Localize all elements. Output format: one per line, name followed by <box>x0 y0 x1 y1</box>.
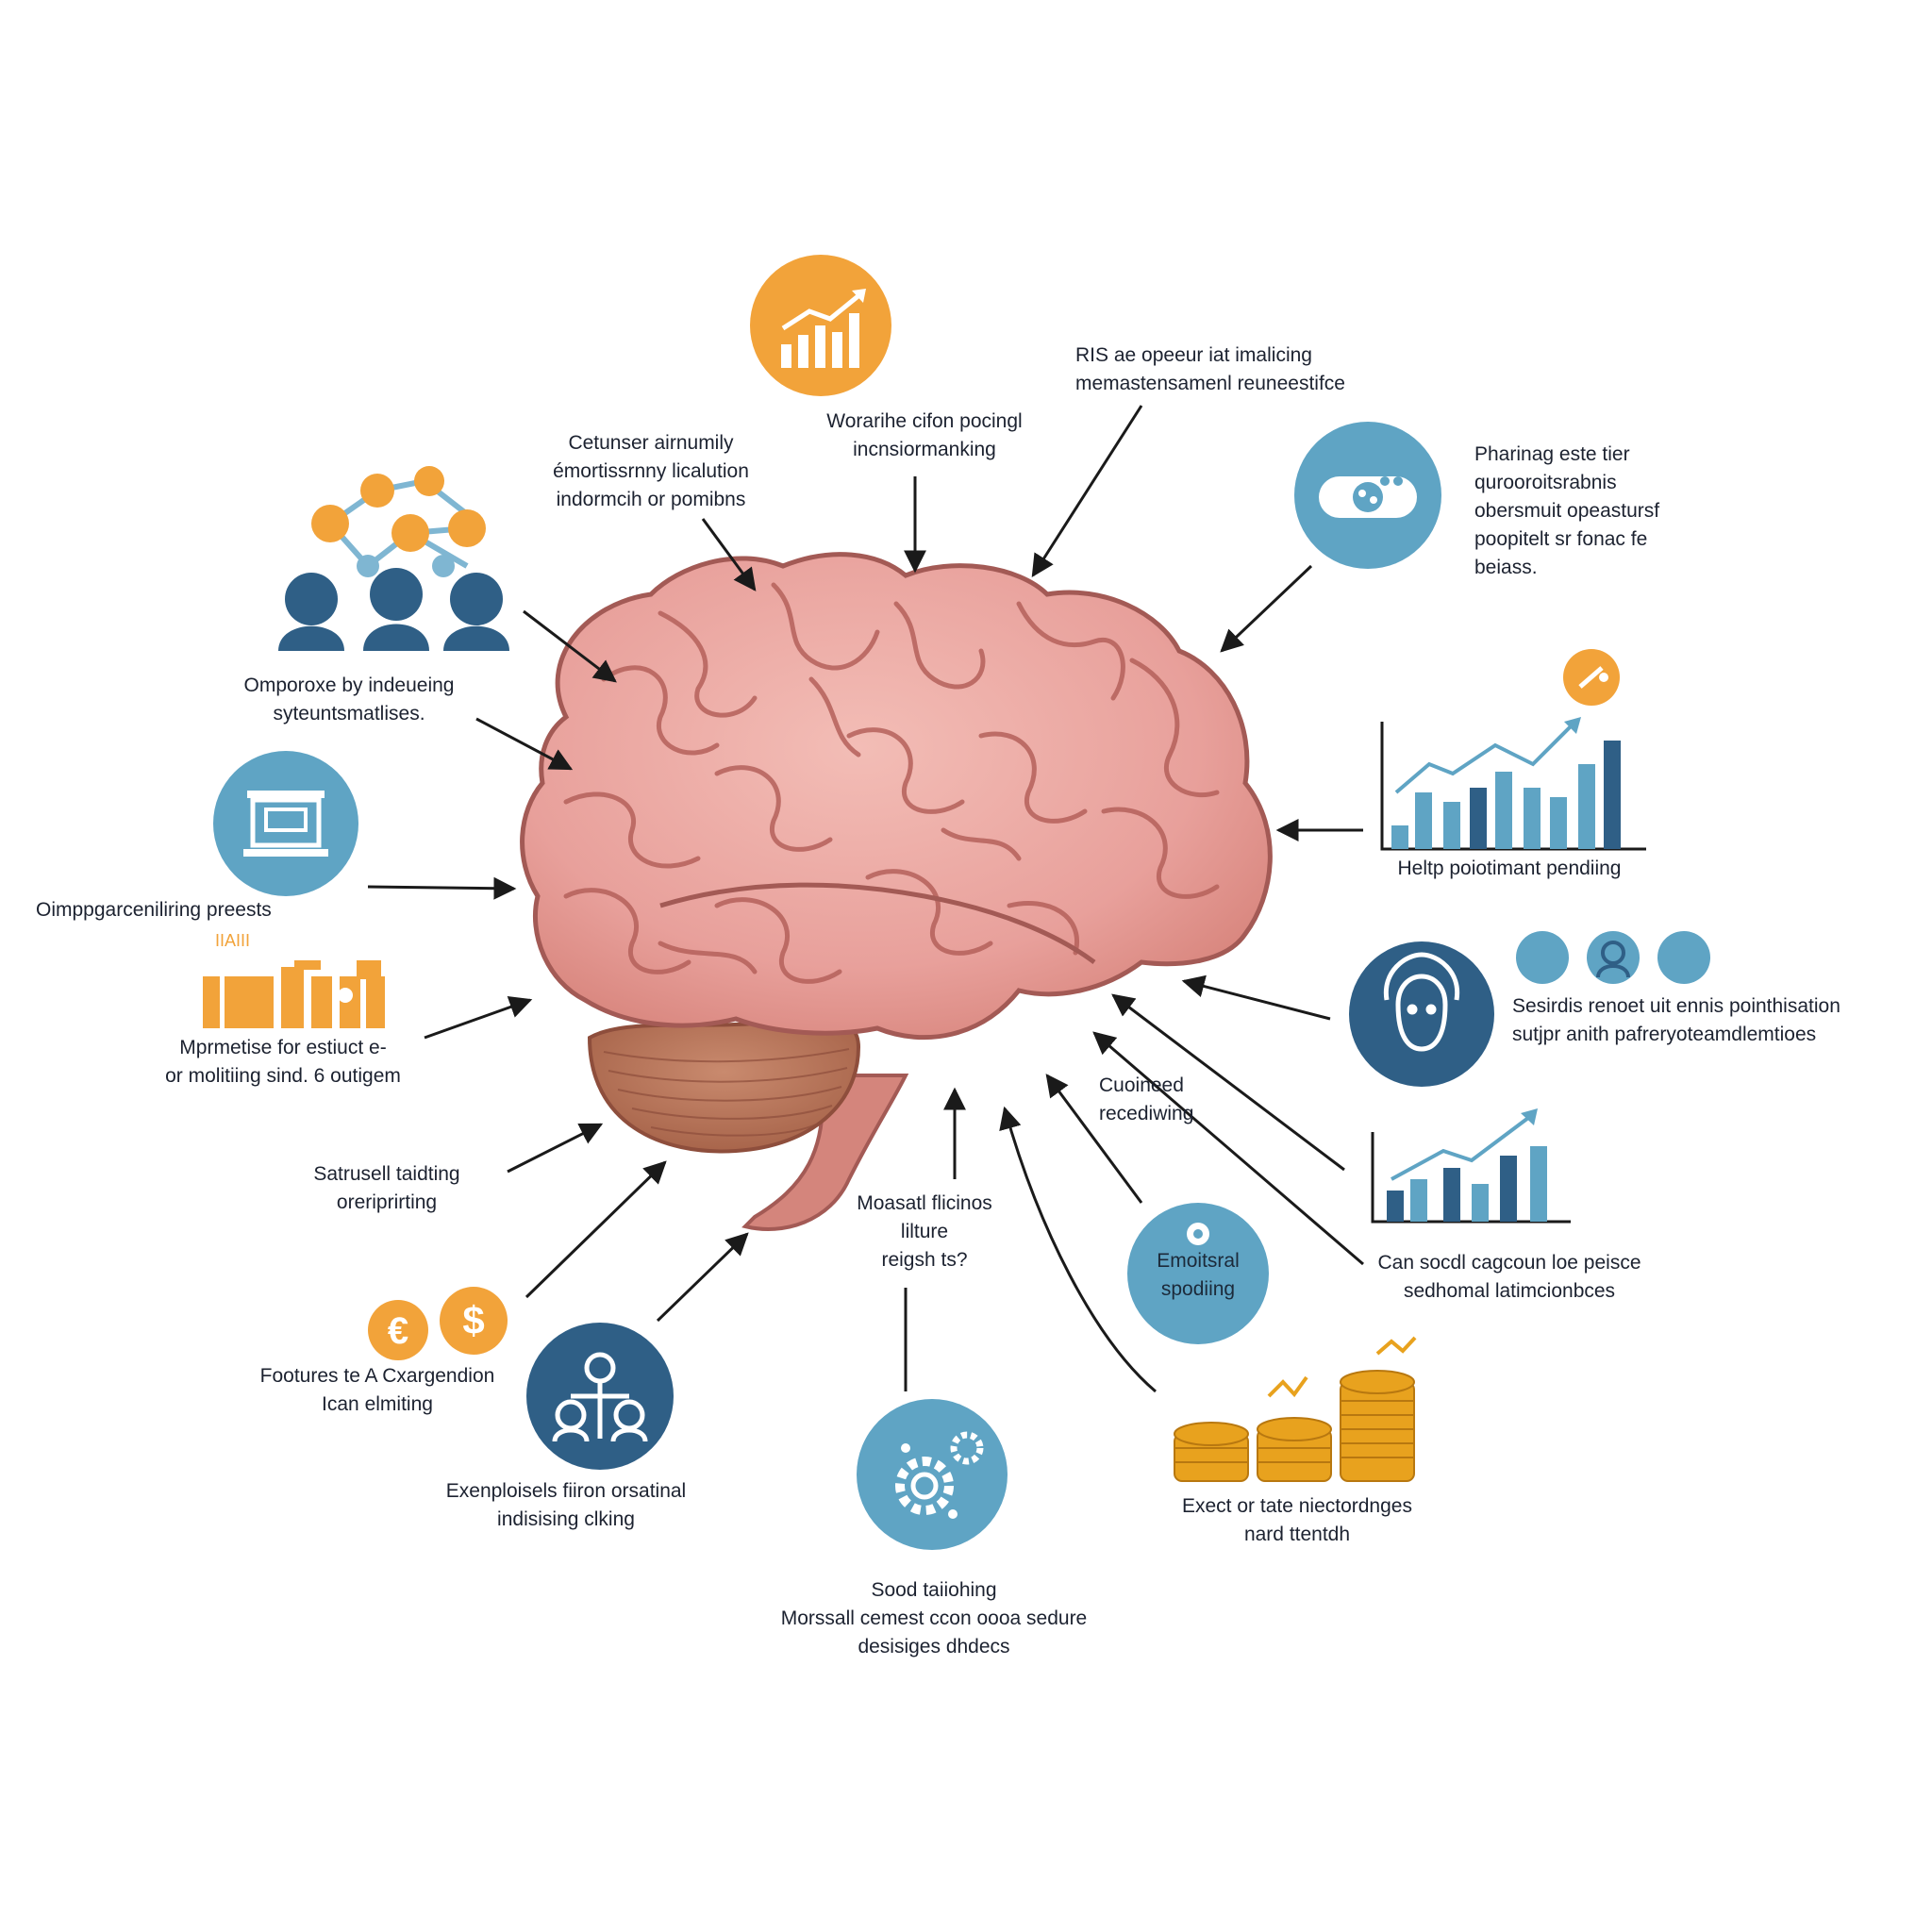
bar-chart-icon <box>1380 649 1646 851</box>
arrow <box>523 609 617 683</box>
social-network-icon <box>278 466 509 651</box>
people-dots-icon <box>1516 931 1710 984</box>
emotion-badge-icon <box>1127 1203 1269 1344</box>
coin-stacks-icon <box>1174 1336 1417 1482</box>
arrow <box>475 717 574 771</box>
label-top-center: Worarihe cifon pocingl incnsiormanking <box>826 410 1023 460</box>
label-coins: Exect or tate niectordnges nard ttentdh <box>1182 1495 1412 1545</box>
label-center-bottom: Moasatl flicinos lilture reigsh ts? <box>857 1192 992 1271</box>
label-bars-sign: IIAIII <box>215 931 251 950</box>
label-top-left: Cetunser airnumily émortissrnny licaluti… <box>553 432 749 510</box>
cerebellum-folds <box>603 1048 850 1137</box>
arrow <box>656 1232 749 1323</box>
label-left-bottom: Exenploisels fiiron orsatinal indisising… <box>445 1480 687 1530</box>
label-right-lower: Can socdl cagcoun loe peisce sedhomal la… <box>1377 1252 1641 1302</box>
label-right-upper: Pharinag este tier qurooroitsrabnis ober… <box>1474 443 1660 578</box>
trend-chart-icon <box>1371 1108 1571 1224</box>
svg-text:$: $ <box>462 1298 484 1342</box>
arrow <box>701 518 757 591</box>
cerebrum <box>520 552 1273 1041</box>
gears-icon <box>857 1399 1008 1550</box>
cash-register-icon <box>213 751 358 896</box>
label-left-mid: Oimppgarceniliring preests <box>36 899 272 921</box>
arrow <box>525 1160 667 1299</box>
label-left-currency: Footures te A Cxargendion Ican elmiting <box>259 1365 495 1415</box>
label-bottom-center: Sood taiiohing Morssall cemest ccon oooa… <box>780 1579 1088 1657</box>
arrow <box>1031 405 1143 578</box>
svg-text:€: € <box>388 1310 408 1352</box>
brain-stem <box>741 1074 909 1231</box>
arrow <box>367 876 517 900</box>
arrow <box>1181 974 1331 1021</box>
arrows <box>367 405 1364 1393</box>
arrow <box>507 1123 604 1174</box>
arrow <box>1111 993 1345 1172</box>
arrow <box>1220 564 1313 653</box>
label-right-mid: Sesirdis renoet uit ennis pointhisation … <box>1512 995 1840 1045</box>
orange-bars-icon <box>203 960 385 1028</box>
arrow <box>424 995 533 1040</box>
euro-dollar-coins-icon: € $ <box>368 1287 508 1360</box>
face-head-icon <box>1349 941 1494 1087</box>
eyes-mask-icon <box>1294 422 1441 569</box>
arrow <box>999 1106 1157 1393</box>
label-right-lower-center: Cuoineed recediwing <box>1099 1074 1194 1124</box>
lateral-fissure <box>659 882 1096 965</box>
label-right-chart: Heltp poiotimant pendiing <box>1397 858 1622 879</box>
label-top-right: RIS ae opeeur iat imalicing memastensame… <box>1075 344 1345 394</box>
arrow <box>1045 1074 1143 1204</box>
label-left-saturated: Satrusell taidting oreriprirting <box>313 1163 460 1213</box>
arrow <box>1092 1031 1364 1266</box>
growth-chart-icon <box>750 255 891 396</box>
label-left-lower: Mprmetise for estiuct e- or molitiing si… <box>165 1037 401 1087</box>
people-hierarchy-icon <box>526 1323 674 1470</box>
brain-gyri <box>563 582 1220 984</box>
label-left-social: Omporoxe by indeueing syteuntsmatlises. <box>243 675 455 724</box>
brain-illustration <box>520 552 1273 1231</box>
label-emotional-badge: Emoitsral spodiing <box>1157 1250 1240 1300</box>
